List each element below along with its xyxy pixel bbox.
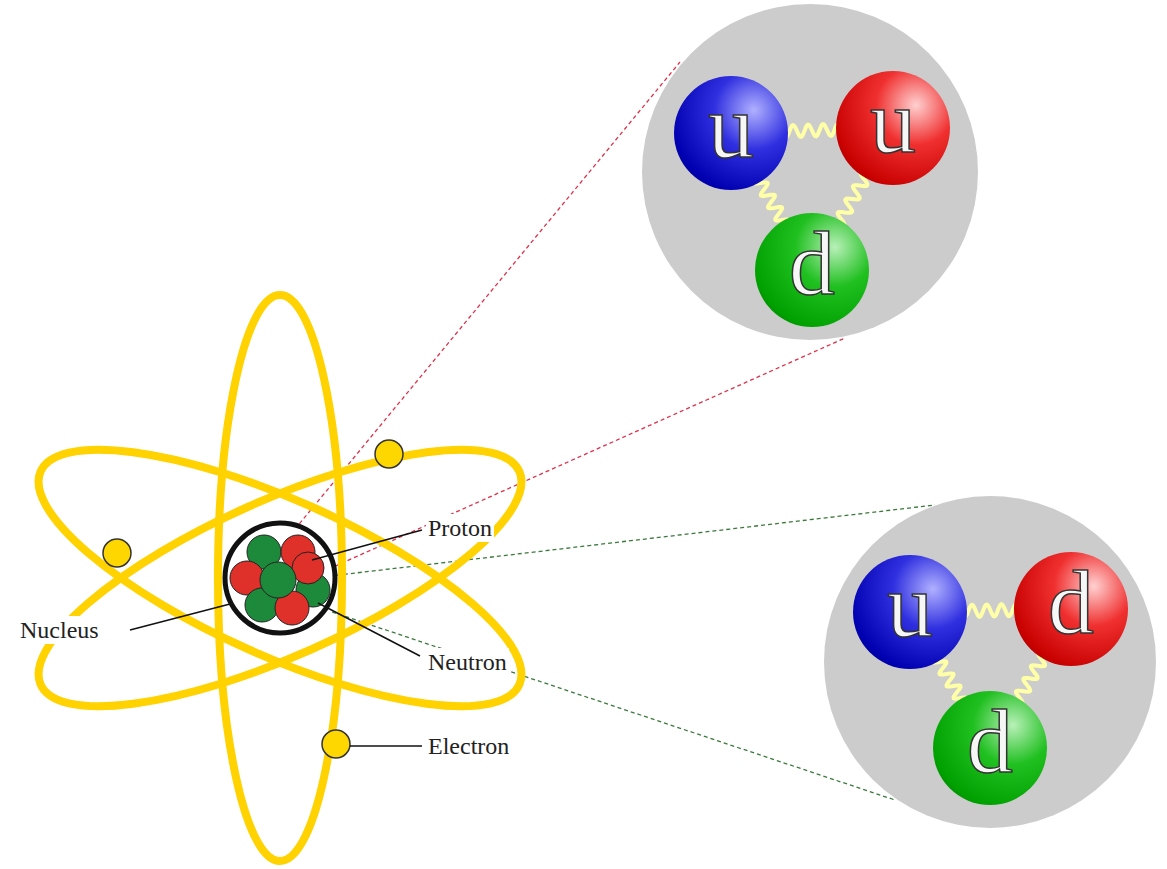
- quark-letter: d: [967, 695, 1013, 787]
- proton: [292, 552, 324, 584]
- proton-zoom: [642, 4, 978, 340]
- leader-line: [130, 604, 230, 630]
- gluon-line: [961, 604, 1020, 617]
- orbit: [218, 295, 342, 861]
- zoom-line: [322, 338, 845, 572]
- quark: u: [674, 76, 788, 190]
- part-label: Proton: [426, 514, 494, 542]
- gluon-line: [837, 172, 867, 226]
- quark-letter: d: [789, 217, 835, 309]
- quark-letter: u: [887, 559, 933, 651]
- neutron: [260, 562, 296, 598]
- neutron-zoom: [824, 496, 1156, 828]
- leader-line: [312, 530, 422, 560]
- electron: [322, 730, 350, 758]
- leader-line: [350, 745, 422, 747]
- part-label: Neutron: [426, 648, 509, 676]
- part-label: Nucleus: [18, 616, 101, 644]
- quark: d: [755, 213, 869, 327]
- electron: [375, 440, 403, 468]
- electron: [103, 539, 131, 567]
- quark: u: [836, 71, 950, 185]
- orbit: [9, 400, 551, 756]
- quark-letter: u: [870, 75, 916, 167]
- quark: d: [933, 691, 1047, 805]
- quark: d: [1014, 552, 1128, 666]
- gluon-line: [754, 177, 790, 226]
- part-label: Electron: [426, 732, 511, 760]
- quark-letter: d: [1048, 556, 1094, 648]
- leader-line: [318, 603, 420, 656]
- quark-letter: u: [708, 80, 754, 172]
- gluon-line: [782, 124, 842, 138]
- quark: u: [853, 555, 967, 669]
- orbit: [9, 400, 551, 756]
- nucleus: [225, 523, 335, 633]
- gluon-line: [1016, 653, 1046, 705]
